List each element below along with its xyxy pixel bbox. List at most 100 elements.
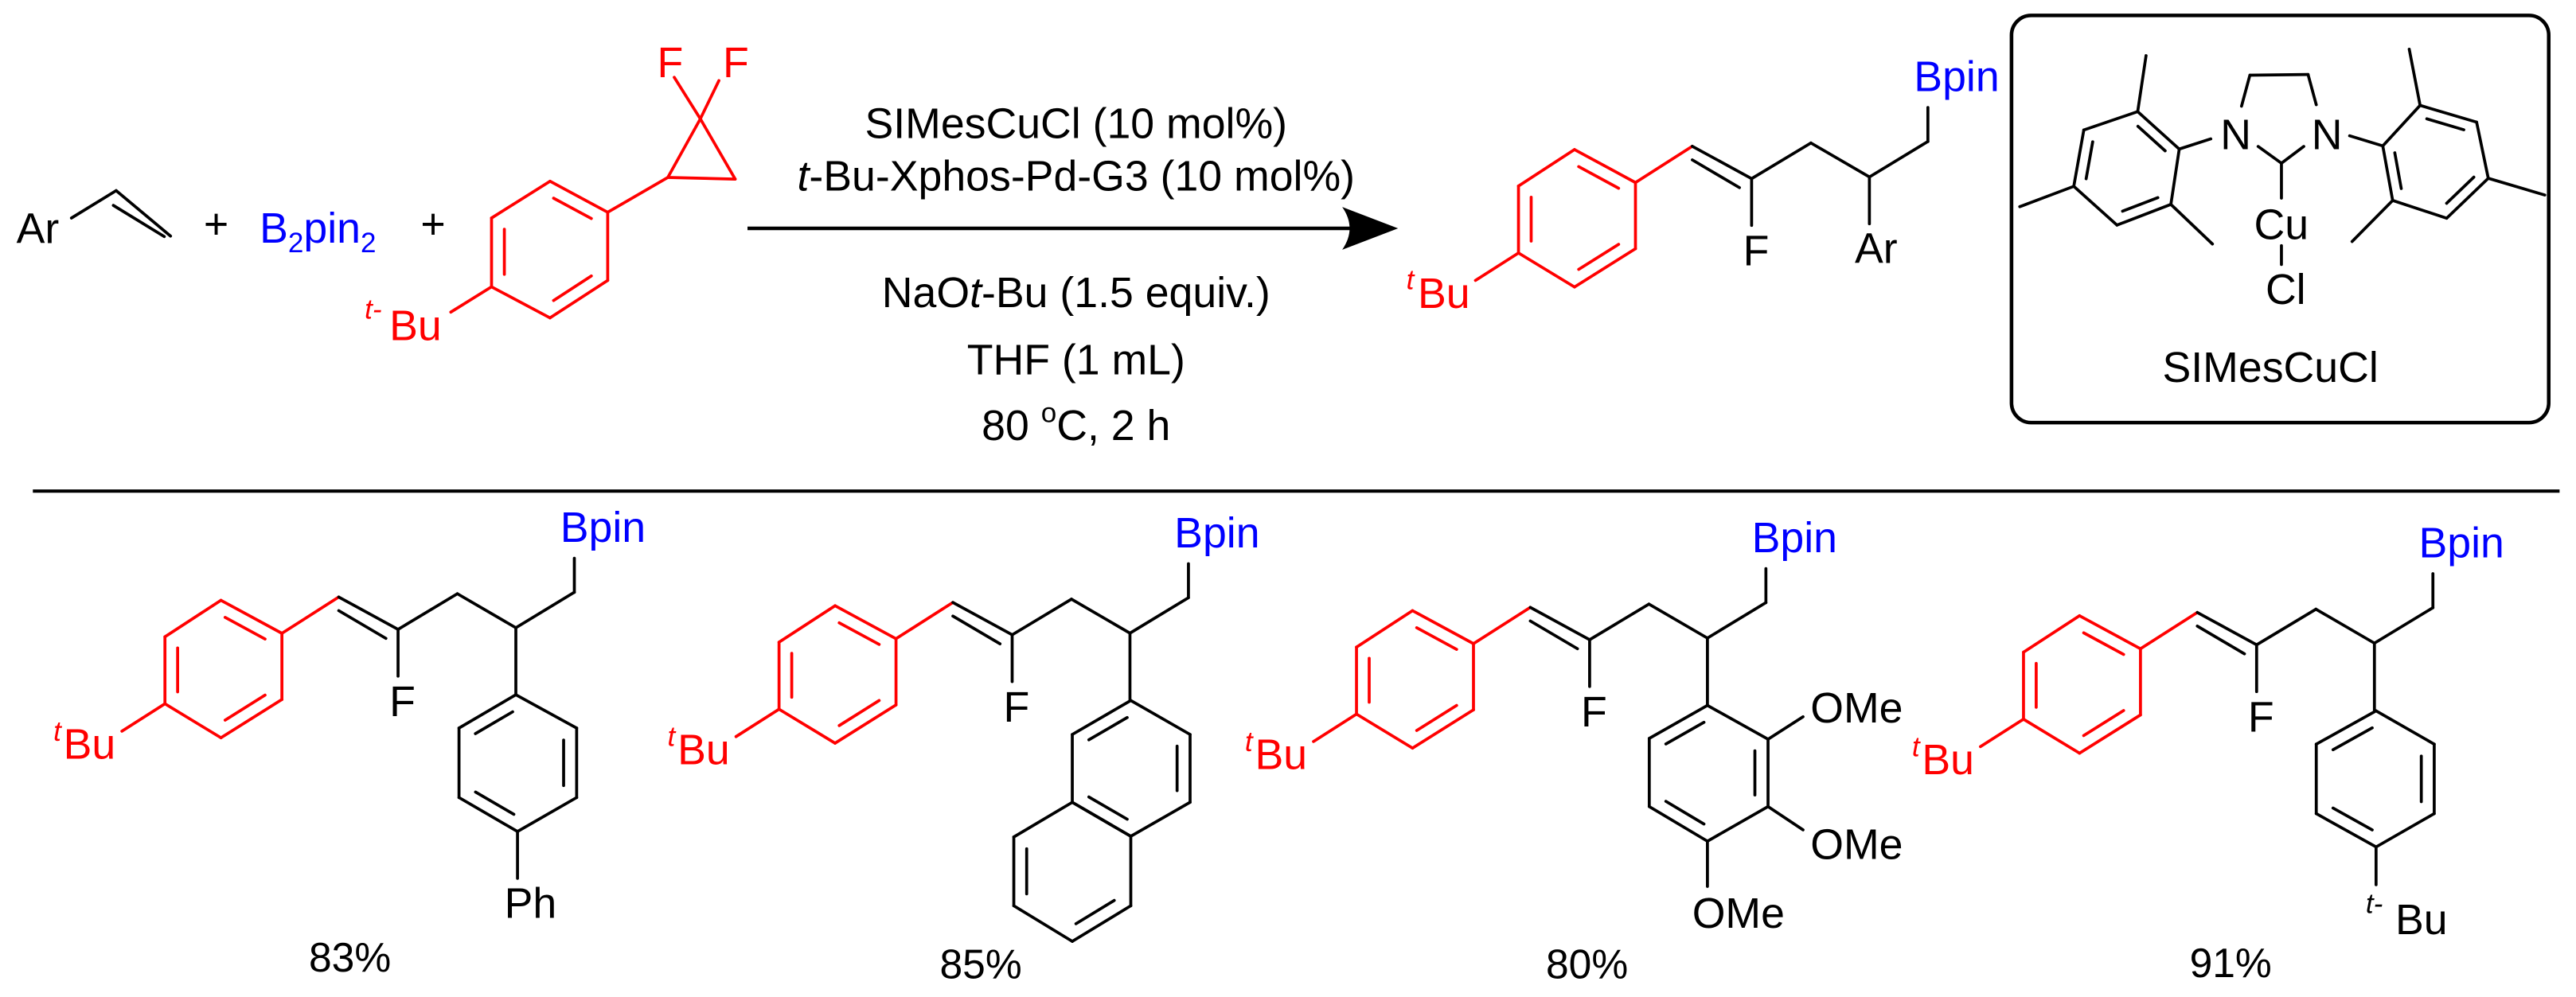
bpin-label: Bpin xyxy=(2418,520,2504,567)
example-1-tbu-phenyl-bond xyxy=(219,598,284,635)
methyl-bond xyxy=(2018,185,2075,208)
tbu-label: Bu xyxy=(1255,731,1308,779)
mesityl-ring-inner-bond xyxy=(2084,140,2094,181)
general-product-tbu-phenyl-inner-bond xyxy=(1577,165,1621,190)
tbu-bond xyxy=(449,285,494,314)
example-product-2: t Bu F Bpin 85% xyxy=(668,509,1260,987)
c-f-bond xyxy=(698,79,720,121)
naphthalene-ring-bond xyxy=(1129,699,1192,736)
methyl-bond xyxy=(2136,54,2148,114)
example-3-tbu-phenyl-bond xyxy=(1355,712,1415,750)
nitrogen-label: N xyxy=(2312,111,2343,158)
mesityl-ring-inner-bond xyxy=(2121,196,2160,213)
example-4-tbu-bond xyxy=(1979,718,2025,749)
biphenyl-ring-bond xyxy=(514,693,579,730)
example-1-alkene-double-bond xyxy=(337,609,388,641)
example-4-chain-bond xyxy=(2372,606,2435,645)
example-4-tbu-phenyl-bond xyxy=(2078,613,2142,651)
bonds xyxy=(69,47,2547,943)
tbu-label: Bu xyxy=(2395,896,2448,944)
tbu-phenyl-ring-bond xyxy=(2314,709,2378,746)
trimethoxyphenyl-ring-bond xyxy=(1647,703,1709,740)
alkene-double-bond xyxy=(111,204,166,239)
fluorine-label: F xyxy=(723,39,749,87)
mesityl-ring-bond xyxy=(2445,177,2490,220)
tbu-prefix: t xyxy=(1407,264,1415,295)
fluorine-label: F xyxy=(2248,693,2274,741)
alkene-bond xyxy=(115,189,173,238)
example-3-chain-bond xyxy=(1528,606,1591,641)
example-2-tbu-phenyl-bond xyxy=(833,703,898,745)
example-3-tbu-phenyl-bond xyxy=(1411,708,1475,750)
example-product-3: t Bu F Bpin OMe OMe OMe 80% xyxy=(1245,514,1903,987)
methyl-bond xyxy=(2407,47,2422,107)
example-1-chain-bond xyxy=(455,592,517,629)
condition-catalyst-cu: SIMesCuCl (10 mol%) xyxy=(865,100,1287,148)
example-4-tbu-phenyl-bond xyxy=(2022,718,2082,755)
c-f-bond xyxy=(673,76,702,121)
example-1-tbu-phenyl-bond xyxy=(219,698,284,740)
tbu-prefix: t xyxy=(668,722,677,753)
c-o-bond xyxy=(1766,804,1805,831)
reaction-arrow-head xyxy=(1342,207,1399,250)
bpin-label: Bpin xyxy=(1752,514,1837,562)
general-product-chain-bond xyxy=(1750,141,1813,181)
example-1-tbu-phenyl-inner-bond xyxy=(223,693,267,722)
mesityl-ring-bond xyxy=(2418,103,2478,124)
benzene-ring-bond xyxy=(490,285,552,320)
naphthalene-ring-inner-bond xyxy=(1087,715,1129,742)
example-4-alkene-double-bond xyxy=(2195,624,2246,656)
general-product-tbu-phenyl-bond xyxy=(1573,247,1637,289)
example-2-alkene-double-bond xyxy=(951,614,1002,646)
general-product-chain-bond xyxy=(1868,139,1930,179)
alkene-ar-label: Ar xyxy=(17,205,60,253)
naphthalene-ring-bond xyxy=(1129,800,1192,838)
mesityl-ring-bond xyxy=(2115,203,2172,227)
aryl-cyclopropyl-bond xyxy=(606,176,669,214)
benzene-ring-inner-bond xyxy=(552,197,593,220)
tbu-label: Bu xyxy=(64,721,116,769)
nitrogen-label: N xyxy=(2220,111,2251,158)
example-2-tbu-phenyl-bond xyxy=(777,604,837,644)
cyclopropane-bond xyxy=(666,176,737,181)
example-3-alkene-double-bond xyxy=(1528,619,1579,651)
tbu-prefix: t xyxy=(53,716,62,747)
yield-label: 85% xyxy=(939,941,1021,987)
biphenyl-ring-inner-bond xyxy=(474,790,516,816)
fluorine-label: F xyxy=(1743,227,1770,275)
example-1-tbu-bond xyxy=(120,702,167,733)
general-product-alkene-double-bond xyxy=(1691,158,1741,189)
cyclopropane-bond xyxy=(666,117,702,179)
imidazolidine-bond xyxy=(2306,72,2318,107)
tbu-phenyl-ring-bond xyxy=(2374,709,2436,746)
example-3-chain-bond xyxy=(1706,601,1768,640)
tbu-label: Bu xyxy=(1922,736,1974,784)
general-product-tbu-phenyl-bond xyxy=(1516,251,1576,289)
trimethoxyphenyl-ring-bond xyxy=(1647,804,1709,843)
example-3-chain-bond xyxy=(1588,602,1651,641)
b2pin2-label: B2pin2 xyxy=(260,204,376,259)
benzene-ring-bond xyxy=(548,179,610,214)
biphenyl-ring-bond xyxy=(457,693,517,730)
condition-temp-time: 80 oC, 2 h xyxy=(982,398,1170,450)
example-product-1: t Bu F Bpin Ph 83% xyxy=(53,504,646,980)
c-o-bond xyxy=(1766,715,1805,741)
alkene-bond xyxy=(69,189,118,220)
example-2-chain-bond xyxy=(1128,596,1190,635)
example-4-vinyl-bond xyxy=(2139,610,2199,651)
example-3-tbu-phenyl-bond xyxy=(1411,609,1475,645)
biphenyl-ring-bond xyxy=(516,796,579,833)
methyl-bond xyxy=(2350,199,2395,243)
tbu-label: Bu xyxy=(1418,270,1470,317)
example-4-chain-bond xyxy=(2254,607,2318,647)
example-3-vinyl-bond xyxy=(1472,606,1532,645)
imidazolidine-bond xyxy=(2248,72,2310,77)
general-product-tbu-bond xyxy=(1473,251,1520,282)
mesityl-ring-inner-bond xyxy=(2425,117,2465,131)
example-1-chain-bond xyxy=(337,595,400,631)
example-3-tbu-phenyl-inner-bond xyxy=(1415,626,1458,651)
imidazolidine-bond xyxy=(2239,73,2252,108)
mesityl-ring-bond xyxy=(2475,120,2490,180)
example-3-chain-bond xyxy=(1647,602,1709,640)
